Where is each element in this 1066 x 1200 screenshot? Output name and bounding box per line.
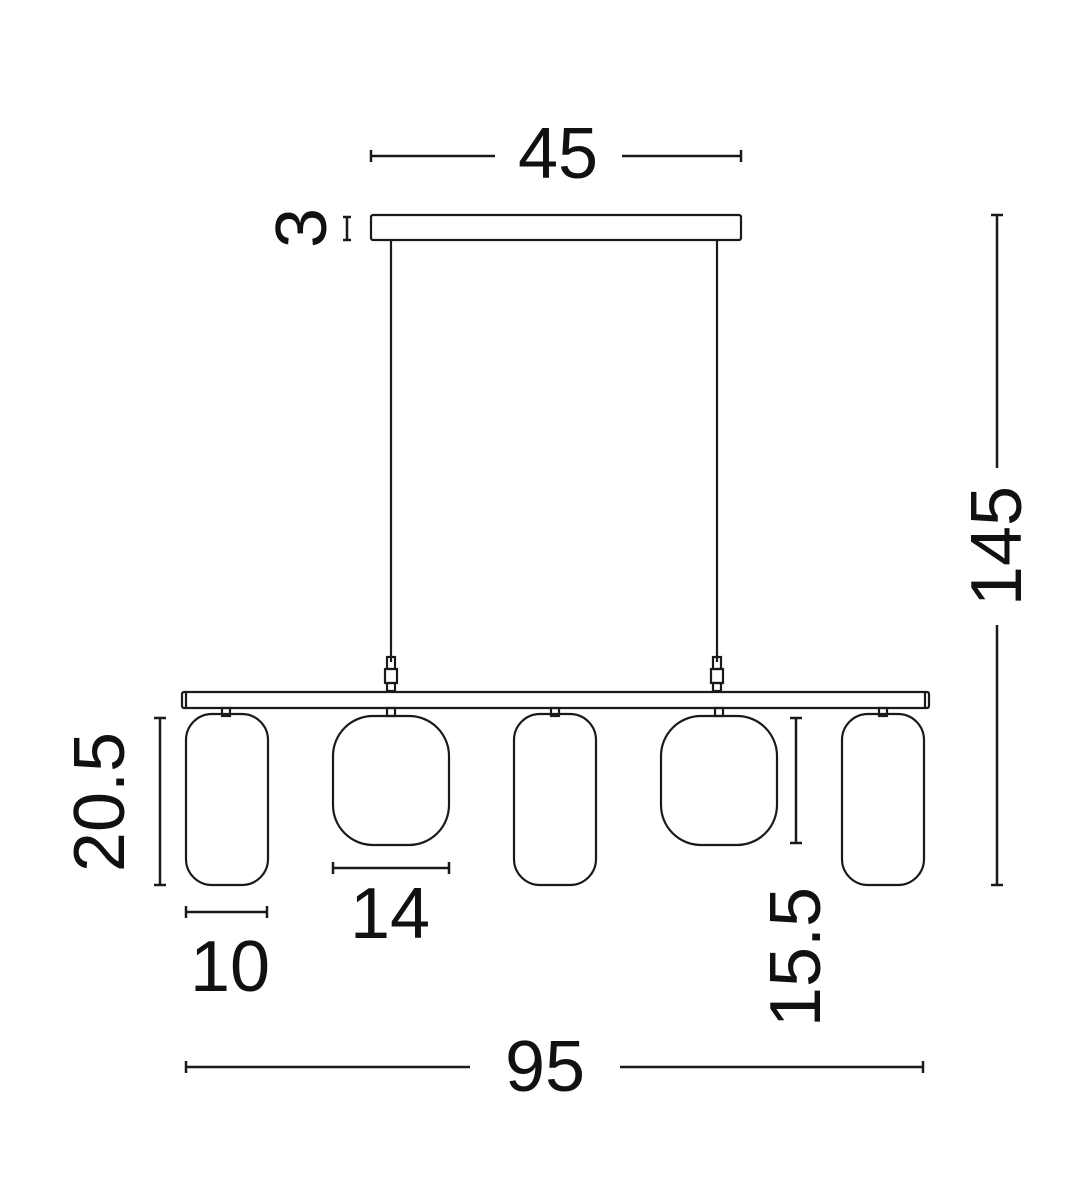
wire-connector-left bbox=[383, 655, 399, 693]
label-canopy-height: 3 bbox=[262, 208, 342, 248]
shade-tall-1 bbox=[184, 706, 270, 887]
dimension-round-shade-width: 14 bbox=[331, 862, 451, 954]
label-bar-length: 95 bbox=[505, 1027, 585, 1107]
dimension-tall-shade-width: 10 bbox=[184, 906, 270, 1007]
label-total-height: 145 bbox=[957, 486, 1037, 606]
shade-tall-3 bbox=[840, 706, 926, 887]
shade-round-1 bbox=[331, 706, 451, 847]
shade-round-2 bbox=[659, 706, 779, 847]
label-round-shade-width: 14 bbox=[350, 874, 430, 954]
wire-connector-right bbox=[709, 655, 725, 693]
dimension-total-height: 145 bbox=[957, 213, 1037, 887]
dimension-tall-shade-height: 20.5 bbox=[60, 716, 166, 887]
ceiling-canopy bbox=[369, 213, 743, 242]
label-tall-shade-height: 20.5 bbox=[60, 732, 140, 872]
label-canopy-width: 45 bbox=[518, 114, 598, 194]
label-tall-shade-width: 10 bbox=[190, 927, 270, 1007]
dimension-bar-length: 95 bbox=[184, 1027, 925, 1107]
dimension-round-shade-height: 15.5 bbox=[756, 716, 836, 1027]
dimension-canopy-width: 45 bbox=[369, 114, 743, 194]
light-bar bbox=[180, 690, 931, 710]
dimension-canopy-height: 3 bbox=[262, 208, 351, 248]
shade-tall-2 bbox=[512, 706, 598, 887]
label-round-shade-height: 15.5 bbox=[756, 887, 836, 1027]
